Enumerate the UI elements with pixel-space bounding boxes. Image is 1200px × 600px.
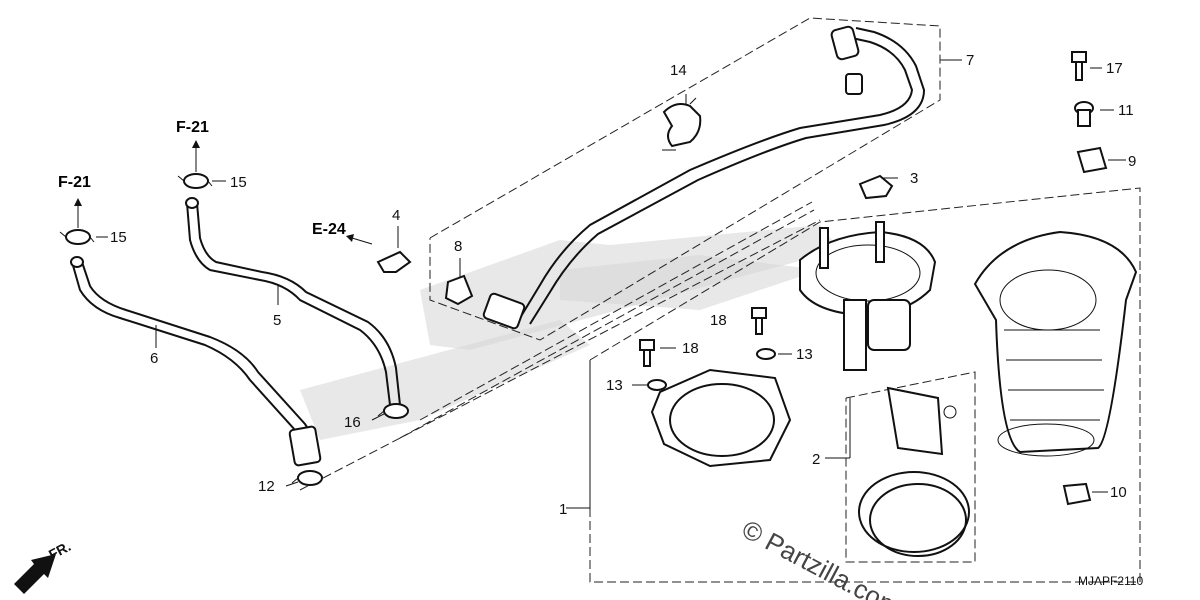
clamp-12[interactable] [291, 470, 323, 486]
diagram-code: MJAPF2110 [1078, 574, 1143, 588]
callout-14: 14 [670, 62, 687, 79]
collar-part-11[interactable] [1074, 101, 1094, 127]
grommet-part-9[interactable] [1076, 146, 1108, 174]
callout-12: 12 [258, 478, 275, 495]
callout-10: 10 [1110, 484, 1127, 501]
callout-4: 4 [392, 207, 400, 224]
shading-band [300, 225, 840, 440]
clamp-16[interactable] [377, 403, 409, 419]
callout-6: 6 [150, 350, 158, 367]
grommet-part-10[interactable] [1062, 482, 1092, 506]
filter-set-part-2[interactable] [858, 386, 970, 557]
washer-13-left[interactable] [647, 379, 667, 391]
callout-8: 8 [454, 238, 462, 255]
bolt-18-left[interactable] [639, 339, 655, 367]
ref-f21-left[interactable]: F-21 [58, 174, 91, 191]
washer-13-right[interactable] [756, 348, 776, 360]
callout-16: 16 [344, 414, 361, 431]
callout-18-left: 18 [682, 340, 699, 357]
front-direction-arrow-icon [14, 554, 56, 594]
bolt-part-17[interactable] [1071, 51, 1087, 81]
dashed-group-outlines [299, 17, 1141, 583]
callout-7: 7 [966, 52, 974, 69]
callout-9: 9 [1128, 153, 1136, 170]
clip-part-14[interactable] [662, 97, 702, 151]
gasket-plate[interactable] [650, 368, 792, 468]
callout-5: 5 [273, 312, 281, 329]
joint-part-8[interactable] [444, 274, 474, 306]
fuel-hose-part-7[interactable] [482, 25, 926, 330]
fuel-filter-case[interactable] [973, 230, 1138, 457]
fuel-pump-unit[interactable] [799, 221, 937, 371]
bolt-18-right[interactable] [751, 307, 767, 335]
callout-17: 17 [1106, 60, 1123, 77]
callout-15-left: 15 [110, 229, 127, 246]
leader-lines [96, 59, 1126, 509]
callout-11: 11 [1118, 102, 1134, 119]
callout-18-right: 18 [710, 312, 727, 329]
hose-part-6[interactable] [70, 256, 322, 467]
watermark: © Partzilla.com [737, 514, 906, 600]
ref-e24[interactable]: E-24 [312, 221, 346, 238]
reference-arrow-icon [74, 140, 373, 245]
clamp-15-left[interactable] [59, 229, 95, 245]
callout-1: 1 [559, 501, 567, 518]
ref-f21-top[interactable]: F-21 [176, 119, 209, 136]
clip-part-4[interactable] [376, 250, 412, 273]
callout-15-top: 15 [230, 174, 247, 191]
callout-2: 2 [812, 451, 820, 468]
clamp-15-top[interactable] [177, 173, 213, 189]
connector-part-3[interactable] [858, 174, 894, 200]
hose-part-5[interactable] [185, 197, 401, 406]
callout-13-right: 13 [796, 346, 813, 363]
callout-3: 3 [910, 170, 918, 187]
callout-13-left: 13 [606, 377, 623, 394]
